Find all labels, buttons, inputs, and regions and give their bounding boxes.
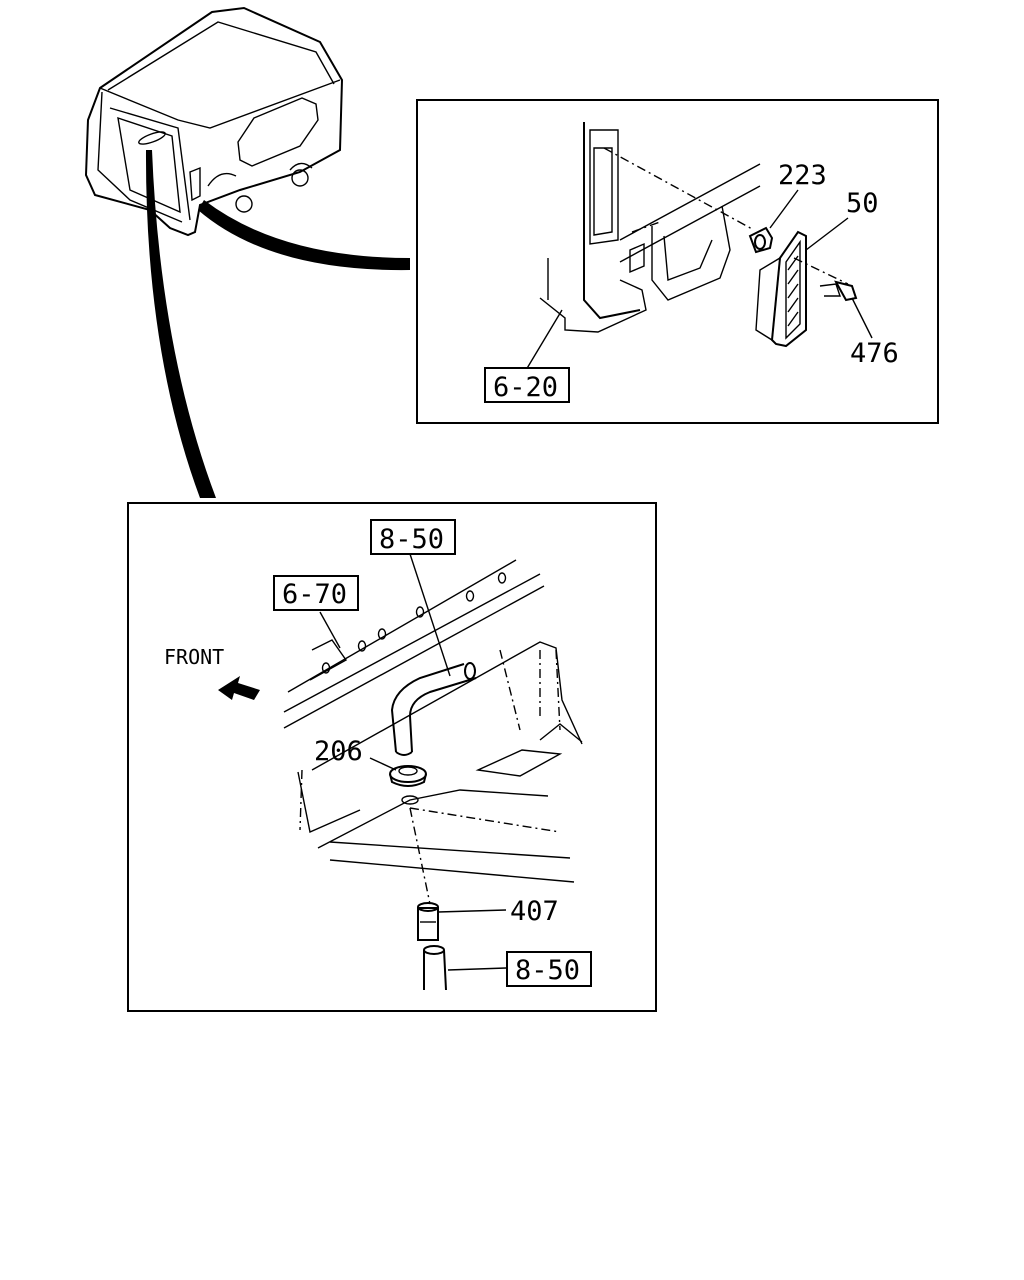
detail-box-vent: 223 50 476 6-20 bbox=[416, 99, 939, 424]
leader-band-bottom bbox=[145, 150, 216, 498]
ref-6-70: 6-70 bbox=[282, 579, 347, 610]
ref-8-50-top: 8-50 bbox=[379, 524, 444, 555]
callout-50: 50 bbox=[846, 188, 879, 219]
callout-223: 223 bbox=[778, 160, 827, 191]
detail-box-drain: FRONT 8-50 6-70 206 407 8-50 bbox=[127, 502, 657, 1012]
callout-206: 206 bbox=[314, 736, 363, 767]
ref-6-20: 6-20 bbox=[493, 372, 558, 403]
ref-8-50-bottom: 8-50 bbox=[515, 955, 580, 986]
leader-band-top bbox=[198, 200, 410, 271]
callout-407: 407 bbox=[510, 896, 559, 927]
callout-476: 476 bbox=[850, 338, 899, 369]
front-arrow bbox=[218, 676, 260, 700]
front-label: FRONT bbox=[164, 645, 224, 669]
cab-overview bbox=[84, 6, 344, 237]
